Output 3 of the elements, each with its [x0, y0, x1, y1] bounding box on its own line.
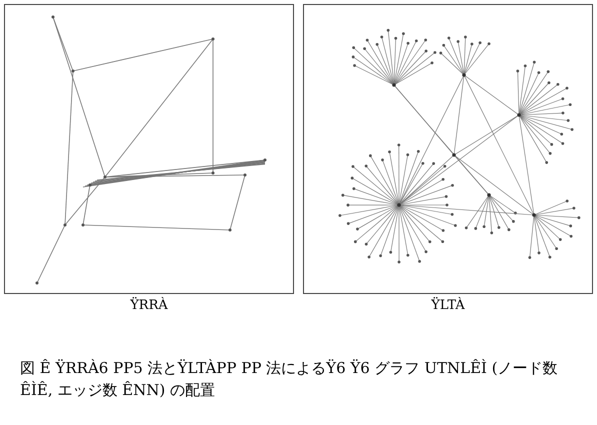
- panel-label: ŸLTÀ: [431, 298, 465, 313]
- figure-caption: 図 Ê ŸRRÀ6 PP5 法とŸLTÀPP PP 法によるŸ6 Ÿ6 グラフ UTNLÊÌ (ノード数 ÊÌÊ, エッジ数 ÊNN) の配置: [20, 358, 559, 401]
- panel-label: ŸRRÀ: [130, 298, 168, 313]
